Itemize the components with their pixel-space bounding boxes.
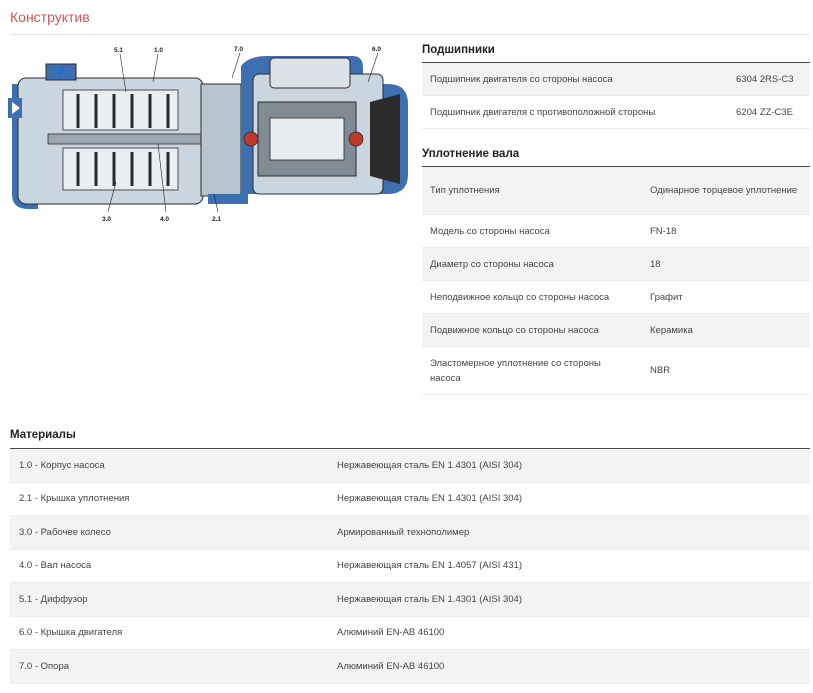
material-value: Нержавеющая сталь EN 1.4301 (AISI 304) (328, 582, 810, 617)
bearing-front-icon (243, 131, 259, 147)
bearing-rear-icon (348, 131, 364, 147)
material-key: 4.0 - Вал насоса (10, 549, 328, 583)
terminal-box (269, 57, 351, 89)
table-row: 1.0 - Корпус насоса Нержавеющая сталь EN… (10, 449, 810, 483)
material-key: 2.1 - Крышка уплотнения (10, 482, 328, 516)
seal-title: Уплотнение вала (422, 148, 810, 167)
table-row: Подшипник двигателя с противоположной ст… (422, 95, 810, 129)
table-row: Неподвижное кольцо со стороны насоса Гра… (422, 280, 810, 314)
table-row: 5.1 - Диффузор Нержавеющая сталь EN 1.43… (10, 582, 810, 617)
table-row: 7.0 - Опора Алюминий EN-AB 46100 (10, 649, 810, 684)
material-key: 1.0 - Корпус насоса (10, 449, 328, 483)
shaft-seal-panel: Уплотнение вала Тип уплотнения Одинарное… (422, 148, 810, 395)
material-value: Нержавеющая сталь EN 1.4057 (AISI 431) (328, 549, 810, 583)
table-row: Эластомерное уплотнение со стороны насос… (422, 346, 810, 395)
support-bracket (200, 83, 242, 197)
table-row: Диаметр со стороны насоса 18 (422, 247, 810, 281)
seal-value: Одинарное торцевое уплотнение (642, 167, 810, 215)
table-row: Подвижное кольцо со стороны насоса Керам… (422, 313, 810, 347)
seal-key: Неподвижное кольцо со стороны насоса (422, 280, 642, 314)
seal-key: Тип уплотнения (422, 167, 642, 215)
pump-cross-section-diagram: 5.1 1.0 7.0 6.0 3.0 4.0 2.1 (8, 46, 408, 223)
cooling-fan (370, 94, 400, 184)
outlet-arrow-icon (54, 66, 68, 76)
label-1-0: 1.0 (154, 47, 163, 54)
table-row: 2.1 - Крышка уплотнения Нержавеющая стал… (10, 482, 810, 516)
seal-value: Графит (642, 280, 810, 314)
label-2-1: 2.1 (212, 216, 221, 223)
diffuser-stages (62, 89, 179, 191)
material-key: 5.1 - Диффузор (10, 582, 328, 617)
table-row: Подшипник двигателя со стороны насоса 63… (422, 63, 810, 96)
material-value: Алюминий EN-AB 46100 (328, 616, 810, 650)
material-key: 6.0 - Крышка двигателя (10, 616, 328, 650)
title-divider (10, 34, 810, 35)
section-title: Конструктив (10, 9, 90, 25)
bearing-key: Подшипник двигателя с противоположной ст… (422, 95, 732, 129)
bearings-panel: Подшипники Подшипник двигателя со сторон… (422, 44, 810, 129)
seal-key: Эластомерное уплотнение со стороны насос… (422, 346, 642, 395)
bearing-key: Подшипник двигателя со стороны насоса (422, 63, 732, 96)
label-7-0: 7.0 (234, 46, 243, 53)
table-row: 6.0 - Крышка двигателя Алюминий EN-AB 46… (10, 616, 810, 650)
table-row: 4.0 - Вал насоса Нержавеющая сталь EN 1.… (10, 549, 810, 583)
materials-table: 1.0 - Корпус насоса Нержавеющая сталь EN… (10, 449, 810, 684)
material-value: Армированный технополимер (328, 515, 810, 550)
bearing-value: 6204 ZZ-C3E (732, 95, 810, 129)
material-value: Алюминий EN-AB 46100 (328, 649, 810, 684)
table-row: 3.0 - Рабочее колесо Армированный техноп… (10, 515, 810, 550)
bearings-table: Подшипник двигателя со стороны насоса 63… (422, 63, 810, 129)
inlet-arrow-icon (12, 102, 20, 114)
seal-value: Керамика (642, 313, 810, 347)
material-key: 7.0 - Опора (10, 649, 328, 684)
material-value: Нержавеющая сталь EN 1.4301 (AISI 304) (328, 449, 810, 483)
materials-section: Материалы 1.0 - Корпус насоса Нержавеюща… (10, 429, 810, 684)
seal-key: Модель со стороны насоса (422, 214, 642, 248)
seal-key: Диаметр со стороны насоса (422, 247, 642, 281)
seal-value: 18 (642, 247, 810, 281)
seal-key: Подвижное кольцо со стороны насоса (422, 313, 642, 347)
bearings-title: Подшипники (422, 44, 810, 63)
material-key: 3.0 - Рабочее колесо (10, 515, 328, 550)
label-5-1: 5.1 (114, 47, 123, 54)
seal-table: Тип уплотнения Одинарное торцевое уплотн… (422, 167, 810, 395)
callout-labels: 5.1 1.0 7.0 6.0 3.0 4.0 2.1 (102, 46, 381, 223)
label-4-0: 4.0 (160, 216, 169, 223)
table-row: Тип уплотнения Одинарное торцевое уплотн… (422, 167, 810, 215)
label-6-0: 6.0 (372, 46, 381, 53)
seal-value: NBR (642, 346, 810, 395)
bearing-value: 6304 2RS-C3 (732, 63, 810, 96)
table-row: Модель со стороны насоса FN-18 (422, 214, 810, 248)
motor-rotor (269, 117, 345, 161)
pump-foot (208, 194, 248, 204)
label-3-0: 3.0 (102, 216, 111, 223)
seal-value: FN-18 (642, 214, 810, 248)
material-value: Нержавеющая сталь EN 1.4301 (AISI 304) (328, 482, 810, 516)
materials-title: Материалы (10, 429, 810, 449)
